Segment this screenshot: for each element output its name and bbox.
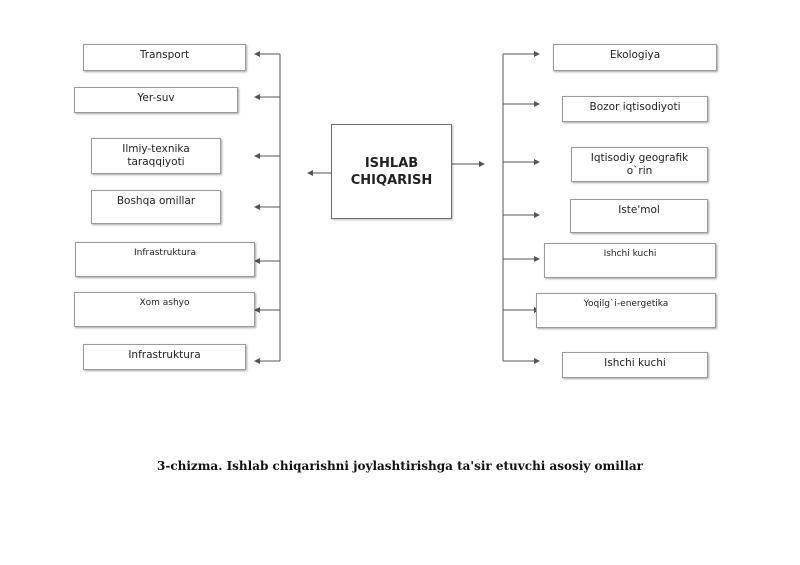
factor-label: Ishchi kuchi <box>604 357 666 369</box>
factor-label: Infrastruktura <box>133 248 197 258</box>
left-factor-box: Infrastruktura <box>75 242 255 277</box>
left-factor-box: Ilmiy-texnika taraqqiyoti <box>91 138 221 174</box>
left-factor-box: Yer-suv <box>74 87 238 113</box>
factor-label: Ekologiya <box>609 49 661 61</box>
right-factor-box: Bozor iqtisodiyoti <box>562 96 708 122</box>
left-factor-box: Xom ashyo <box>74 292 255 327</box>
left-factor-box: Infrastruktura <box>83 344 246 370</box>
right-factor-box: Ishchi kuchi <box>562 352 708 378</box>
figure-caption: 3-chizma. Ishlab chiqarishni joylashtiri… <box>157 459 643 473</box>
factor-label: Transport <box>139 49 190 61</box>
factor-label: Ishchi kuchi <box>603 249 657 259</box>
factor-label: Yer-suv <box>137 92 175 104</box>
center-box: ISHLAB CHIQARISH <box>331 124 452 219</box>
factor-label: Iste'mol <box>618 204 660 216</box>
factor-label: Ilmiy-texnika taraqqiyoti <box>122 143 190 168</box>
right-factor-box: Iste'mol <box>570 199 708 233</box>
right-factor-box: Ekologiya <box>553 44 717 71</box>
right-factor-box: Ishchi kuchi <box>544 243 716 278</box>
factor-label: Yoqilg`i-energetika <box>583 299 669 309</box>
factor-label: Iqtisodiy geografik o`rin <box>590 152 689 177</box>
factor-label: Xom ashyo <box>139 298 190 308</box>
factor-label: Bozor iqtisodiyoti <box>589 101 681 113</box>
center-label: ISHLAB CHIQARISH <box>350 155 433 188</box>
factor-label: Boshqa omillar <box>116 195 196 207</box>
factor-label: Infrastruktura <box>128 349 201 361</box>
right-factor-box: Yoqilg`i-energetika <box>536 293 716 328</box>
right-factor-box: Iqtisodiy geografik o`rin <box>571 147 708 182</box>
left-factor-box: Transport <box>83 44 246 71</box>
left-factor-box: Boshqa omillar <box>91 190 221 224</box>
